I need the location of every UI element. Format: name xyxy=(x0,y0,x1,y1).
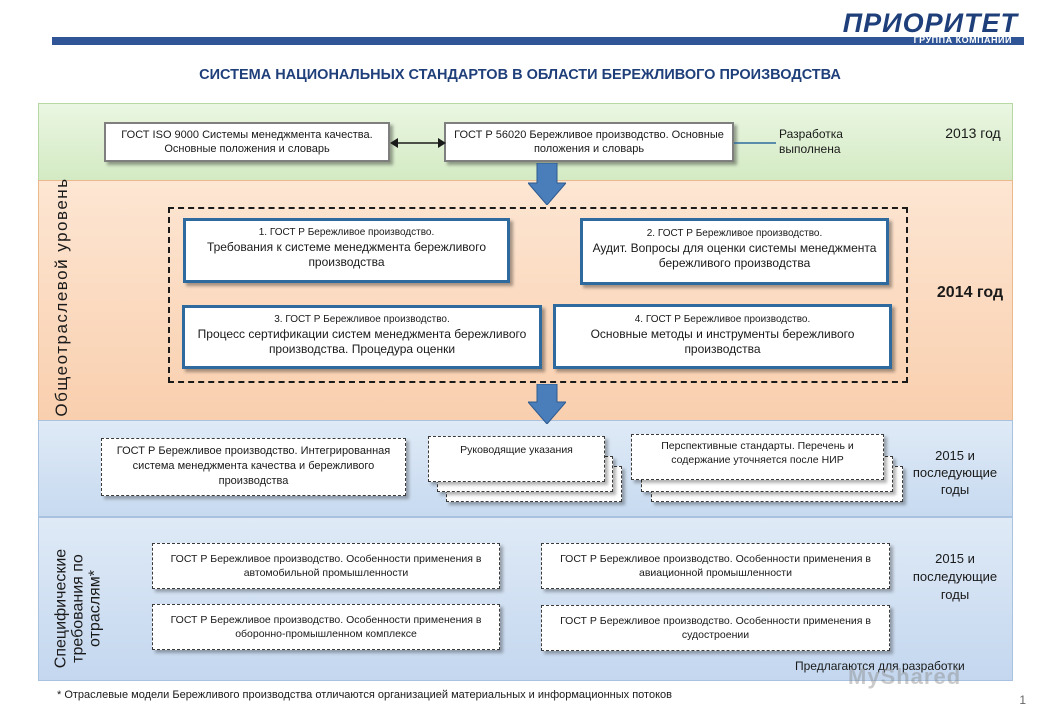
down-arrow-icon xyxy=(528,384,566,424)
gost-iso-9000-box: ГОСТ ISO 9000 Системы менеджмента качест… xyxy=(104,122,390,162)
automotive-standard-box: ГОСТ Р Бережливое производство. Особенно… xyxy=(152,543,500,589)
general-level-label: Общеотраслевой уровень xyxy=(52,177,71,417)
double-arrow-connector xyxy=(390,138,446,148)
development-status: Разработка выполнена xyxy=(779,127,843,156)
guidelines-box: Руководящие указания xyxy=(428,436,605,482)
band-2015-specific xyxy=(38,517,1013,681)
standard-1-text: Требования к системе менеджмента бережли… xyxy=(206,240,487,269)
proposed-for-development: Предлагаются для разработки xyxy=(795,659,965,673)
shipbuilding-standard-box: ГОСТ Р Бережливое производство. Особенно… xyxy=(541,605,890,651)
standard-1-number: 1. ГОСТ Р Бережливое производство. xyxy=(258,227,435,238)
defense-standard-box: ГОСТ Р Бережливое производство. Особенно… xyxy=(152,604,500,650)
footnote: * Отраслевые модели Бережливого производ… xyxy=(57,689,672,701)
company-logo: ПРИОРИТЕТ xyxy=(842,8,1018,38)
year-2013: 2013 год xyxy=(945,125,1001,141)
integrated-system-box: ГОСТ Р Бережливое производство. Интегрир… xyxy=(101,438,406,496)
watermark: MyShared xyxy=(848,664,962,689)
standard-3-text: Процесс сертификации систем менеджмента … xyxy=(197,327,527,356)
year-2015-general: 2015 и последующие годы xyxy=(912,448,998,497)
prospective-standards-box: Перспективные стандарты. Перечень и соде… xyxy=(631,434,884,480)
standard-1-box: 1. ГОСТ Р Бережливое производство. Требо… xyxy=(183,218,510,283)
year-2014: 2014 год xyxy=(936,284,1004,301)
standard-3-number: 3. ГОСТ Р Бережливое производство. xyxy=(274,314,450,325)
aviation-standard-box: ГОСТ Р Бережливое производство. Особенно… xyxy=(541,543,890,589)
standard-3-box: 3. ГОСТ Р Бережливое производство. Проце… xyxy=(182,305,542,369)
page-number: 1 xyxy=(1019,693,1026,707)
specific-requirements-label: Специфические требования по отраслям* xyxy=(52,548,104,669)
status-connector-line xyxy=(734,142,776,144)
page-title: СИСТЕМА НАЦИОНАЛЬНЫХ СТАНДАРТОВ В ОБЛАСТ… xyxy=(199,67,841,83)
header-bar xyxy=(52,37,1024,45)
standard-4-box: 4. ГОСТ Р Бережливое производство. Основ… xyxy=(553,304,892,369)
standard-4-text: Основные методы и инструменты бережливог… xyxy=(590,327,855,356)
company-logo-subtitle: ГРУППА КОМПАНИЙ xyxy=(913,35,1012,45)
standard-2-text: Аудит. Вопросы для оценки системы менедж… xyxy=(592,241,877,270)
standards-2014-group xyxy=(168,207,908,383)
gost-56020-box: ГОСТ Р 56020 Бережливое производство. Ос… xyxy=(444,122,734,162)
standard-2-number: 2. ГОСТ Р Бережливое производство. xyxy=(646,228,823,239)
standard-4-number: 4. ГОСТ Р Бережливое производство. xyxy=(634,314,811,325)
year-2015-specific: 2015 и последующие годы xyxy=(912,551,998,602)
standard-2-box: 2. ГОСТ Р Бережливое производство. Аудит… xyxy=(580,218,889,285)
down-arrow-icon xyxy=(528,163,566,205)
